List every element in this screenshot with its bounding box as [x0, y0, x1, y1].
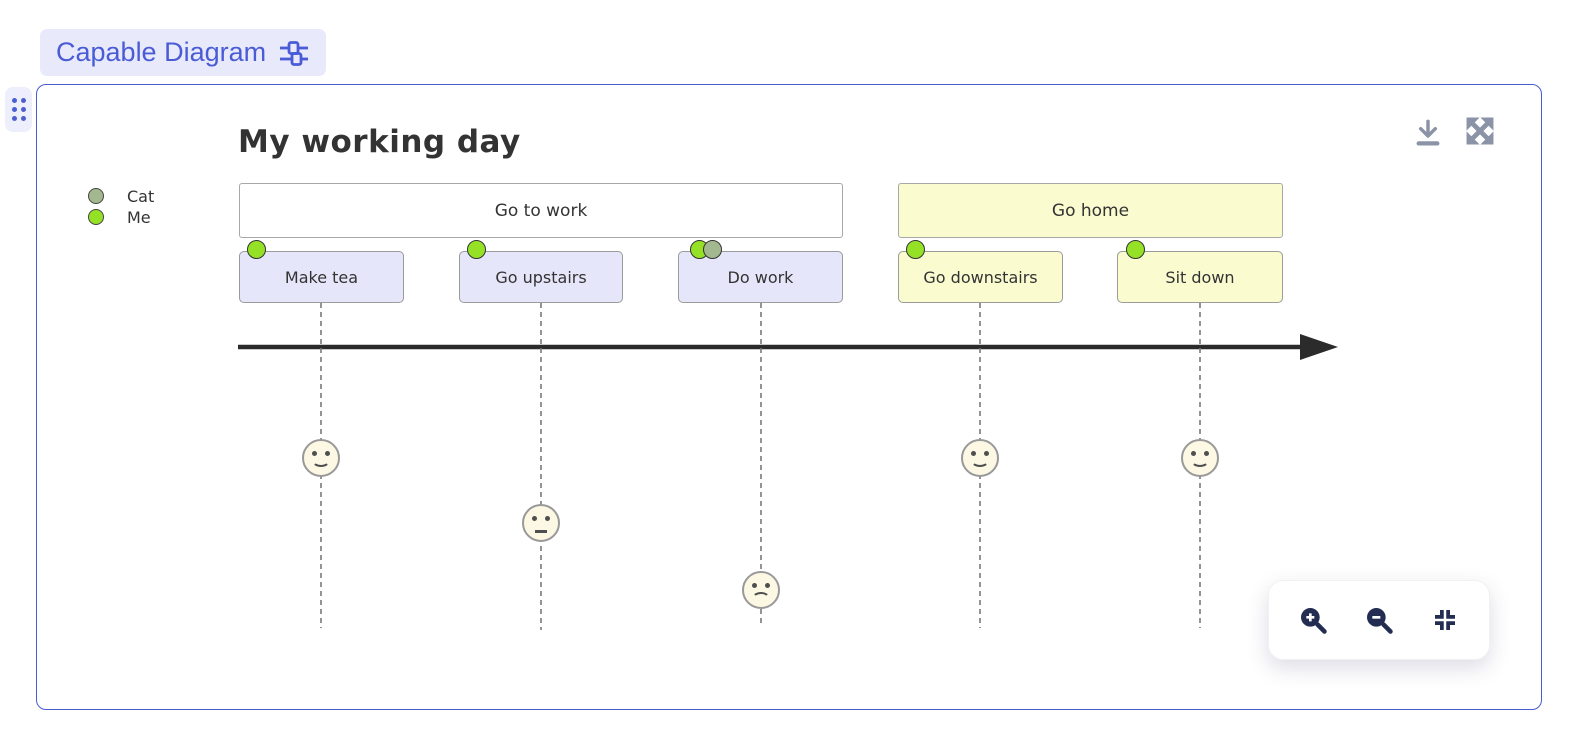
task-sit-down: Sit down — [1117, 251, 1283, 303]
mood-face-do-work — [742, 571, 780, 609]
actor-dot-cat — [703, 240, 722, 259]
widget-type-pill[interactable]: Capable Diagram — [40, 29, 327, 76]
task-make-tea: Make tea — [239, 251, 404, 303]
widget-type-label: Capable Diagram — [56, 37, 267, 67]
zoom-in-button[interactable] — [1291, 598, 1335, 642]
expand-button[interactable] — [1462, 113, 1498, 149]
mood-face-make-tea — [302, 439, 340, 477]
six-dots-drag-icon — [11, 98, 26, 121]
fit-view-button[interactable] — [1423, 598, 1467, 642]
mood-face-go-upstairs — [522, 504, 560, 542]
actor-dot-me — [1126, 240, 1145, 259]
zoom-out-button[interactable] — [1357, 598, 1401, 642]
face-mouth — [1191, 454, 1209, 467]
face-mouth — [971, 454, 989, 467]
zoom-controls — [1268, 580, 1490, 660]
task-label: Go upstairs — [495, 267, 587, 287]
actor-dot-me — [906, 240, 925, 259]
section-go-to-work: Go to work — [239, 183, 843, 238]
download-icon — [1412, 115, 1444, 149]
face-mouth — [312, 454, 330, 467]
task-do-work: Do work — [678, 251, 843, 303]
legend-dot-cat — [88, 188, 104, 204]
section-go-home: Go home — [898, 183, 1283, 238]
sliders-icon — [278, 39, 310, 67]
section-label: Go to work — [494, 200, 588, 221]
zoom-in-icon — [1297, 604, 1329, 636]
zoom-out-icon — [1363, 604, 1395, 636]
task-go-downstairs: Go downstairs — [898, 251, 1063, 303]
face-mouth — [535, 530, 547, 533]
legend-label-cat: Cat — [127, 187, 155, 206]
actor-dot-me — [247, 240, 266, 259]
fit-view-icon — [1430, 605, 1460, 635]
drag-handle[interactable] — [5, 87, 32, 132]
diagram-title: My working day — [238, 124, 521, 160]
expand-icon — [1463, 114, 1497, 148]
actor-dot-me — [467, 240, 486, 259]
task-label: Sit down — [1165, 267, 1235, 287]
mood-face-go-downstairs — [961, 439, 999, 477]
download-button[interactable] — [1410, 114, 1446, 150]
task-label: Make tea — [284, 267, 359, 287]
section-label: Go home — [1051, 200, 1130, 221]
legend-label-me: Me — [127, 208, 151, 227]
mood-face-sit-down — [1181, 439, 1219, 477]
task-label: Do work — [727, 267, 794, 287]
task-go-upstairs: Go upstairs — [459, 251, 623, 303]
legend-dot-me — [88, 209, 104, 225]
face-mouth — [752, 592, 770, 605]
task-label: Go downstairs — [923, 267, 1038, 287]
